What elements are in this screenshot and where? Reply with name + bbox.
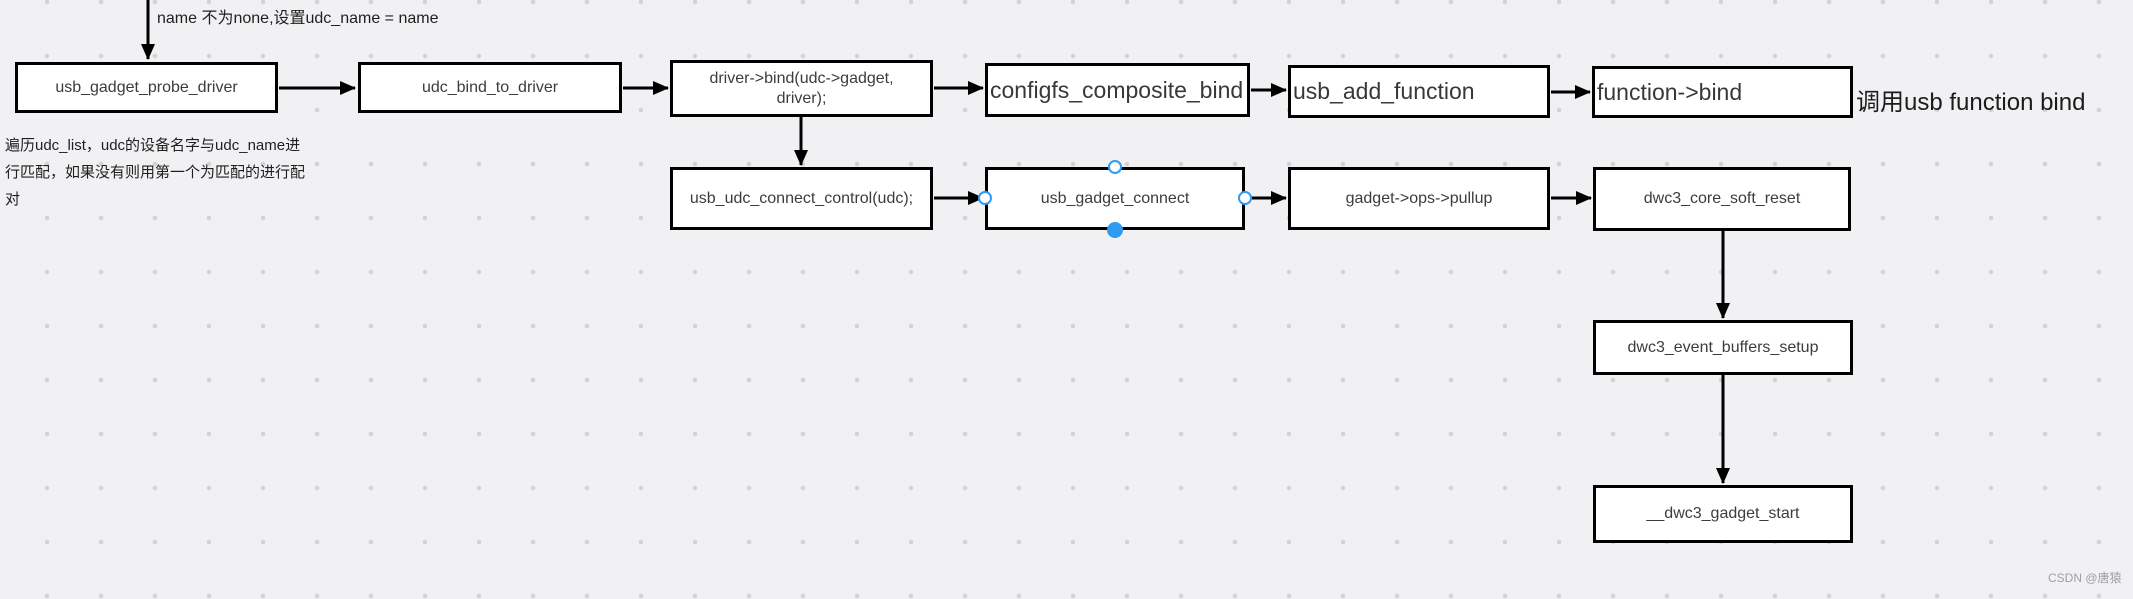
node-gadget-ops-pullup[interactable]: gadget->ops->pullup bbox=[1288, 167, 1550, 230]
node-configfs_composite_bind[interactable]: configfs_composite_bind bbox=[985, 63, 1250, 117]
node-usb_gadget_connect[interactable]: usb_gadget_connect bbox=[985, 167, 1245, 230]
node-usb_udc_connect_control[interactable]: usb_udc_connect_control(udc); bbox=[670, 167, 933, 230]
note-line-1: 遍历udc_list，udc的设备名字与udc_name进 bbox=[5, 137, 301, 154]
label-call-usb-function-bind[interactable]: 调用usb function bind bbox=[1856, 89, 2086, 116]
node-dwc3_gadget_start[interactable]: __dwc3_gadget_start bbox=[1593, 485, 1853, 543]
node-udc_bind_to_driver[interactable]: udc_bind_to_driver bbox=[358, 62, 622, 113]
node-usb_gadget_probe_driver[interactable]: usb_gadget_probe_driver bbox=[15, 62, 278, 113]
node-dwc3_core_soft_reset[interactable]: dwc3_core_soft_reset bbox=[1593, 167, 1851, 231]
note-udc-list-matching[interactable]: 遍历udc_list，udc的设备名字与udc_name进 行匹配，如果没有则用… bbox=[5, 132, 305, 213]
node-dwc3_event_buffers_setup[interactable]: dwc3_event_buffers_setup bbox=[1593, 320, 1853, 375]
connection-point-left-icon[interactable] bbox=[978, 191, 992, 205]
note-line-2: 行匹配，如果没有则用第一个为匹配的进行配 bbox=[5, 164, 306, 181]
node-driver-bind[interactable]: driver->bind(udc->gadget, driver); bbox=[670, 60, 933, 117]
connection-point-right-icon[interactable] bbox=[1238, 191, 1252, 205]
note-line-3: 对 bbox=[5, 191, 21, 208]
node-function-bind[interactable]: function->bind bbox=[1592, 66, 1853, 118]
watermark: CSDN @唐猿 bbox=[2048, 571, 2122, 585]
connection-point-bottom-filled-icon[interactable] bbox=[1107, 222, 1123, 238]
node-usb_add_function[interactable]: usb_add_function bbox=[1288, 65, 1550, 118]
connection-point-top-icon[interactable] bbox=[1108, 160, 1122, 174]
edge-label-udc-name-condition[interactable]: name 不为none,设置udc_name = name bbox=[157, 10, 439, 27]
